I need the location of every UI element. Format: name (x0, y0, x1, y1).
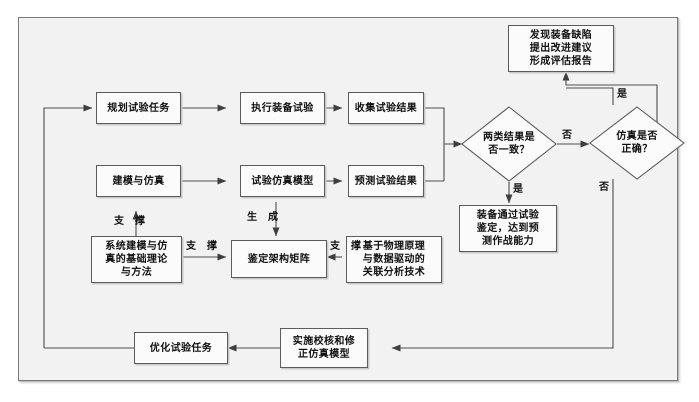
edge-label-support-matrix: 支 撑 (186, 241, 218, 252)
node-modelsim[interactable]: 建模与仿真 (96, 165, 181, 197)
diamond-shape-simcorrect (589, 106, 685, 180)
decision-consistent[interactable]: 两类结果是 否一致？ (461, 106, 557, 182)
node-optimize[interactable]: 优化试验任务 (134, 332, 228, 364)
node-theory[interactable]: 系统建模与仿 真的基础理论 与方法 (91, 236, 182, 283)
edge-simcorrect-no (391, 179, 614, 352)
edge-label-generate-matrix: 生 成 (247, 212, 279, 223)
edge-label-simcorrect-yes: 是 (617, 89, 628, 100)
edge-label-consistent-no: 否 (562, 130, 573, 141)
edge-label-support-analysis: 支 撑 (330, 241, 362, 252)
node-predict[interactable]: 预测试验结果 (348, 165, 424, 197)
node-collect[interactable]: 收集试验结果 (348, 92, 424, 124)
decision-simcorrect[interactable]: 仿真是否 正确？ (589, 106, 685, 180)
node-matrix[interactable]: 鉴定架构矩阵 (231, 240, 327, 278)
edge-simcorrect-yes-stub (566, 87, 614, 105)
node-execute[interactable]: 执行装备试验 (240, 92, 325, 124)
edge-feedback-to-plan (43, 104, 93, 348)
edge-collect-merge (424, 107, 445, 181)
node-report[interactable]: 发现装备缺陷 提出改进建议 形成评估报告 (508, 25, 614, 72)
diamond-shape-consistent (461, 106, 557, 182)
node-plan[interactable]: 规划试验任务 (96, 92, 181, 124)
node-pass[interactable]: 装备通过试验 鉴定，达到预 测作战能力 (459, 205, 557, 252)
edge-label-support-modelsim: 支 撑 (114, 216, 146, 227)
node-vvcorrect[interactable]: 实施校核和修 正仿真模型 (280, 328, 368, 368)
edge-label-consistent-yes: 是 (513, 184, 524, 195)
edge-label-simcorrect-no: 否 (599, 182, 610, 193)
node-analysis[interactable]: 基于物理原理 与数据驱动的 关联分析技术 (346, 236, 442, 283)
node-simmodel[interactable]: 试验仿真模型 (240, 165, 325, 197)
